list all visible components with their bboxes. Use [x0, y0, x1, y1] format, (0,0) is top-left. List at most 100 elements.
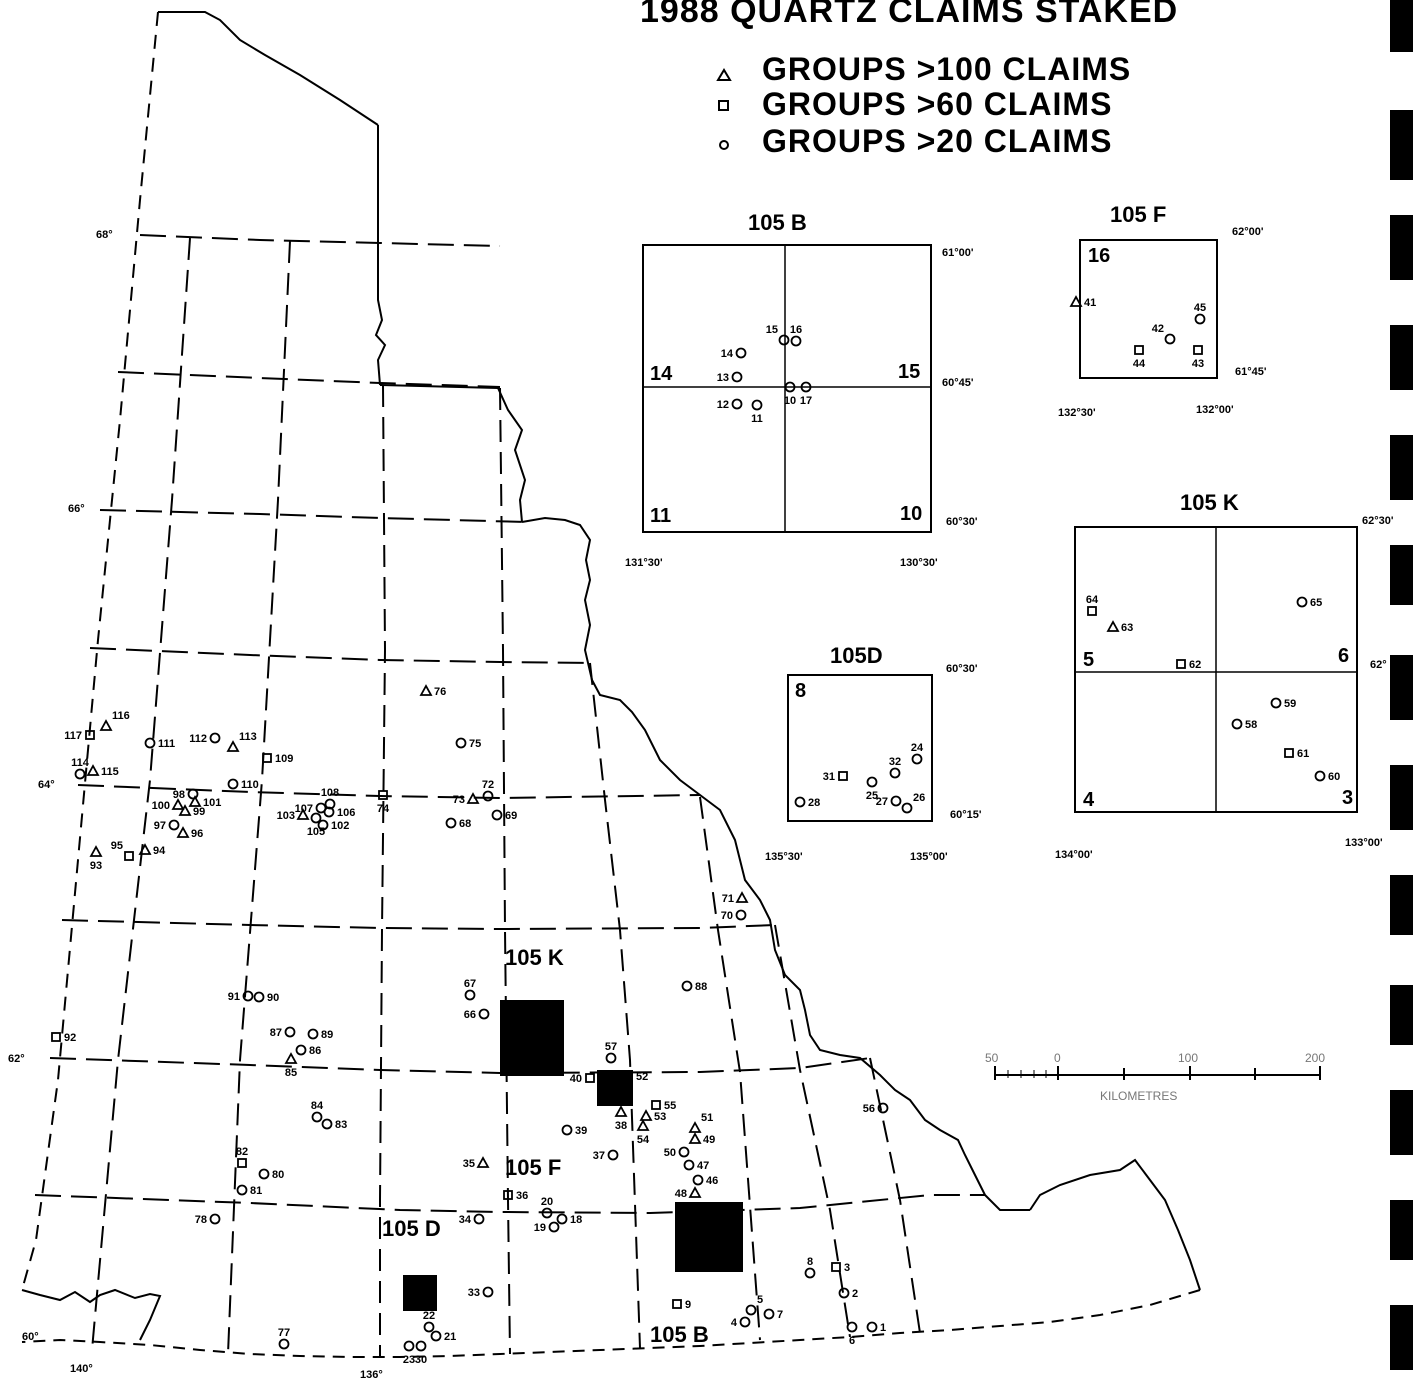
- claim-label-64: 64: [1086, 594, 1099, 606]
- region-label-105d: 105 D: [382, 1216, 441, 1241]
- scale-bar: 50 0 100 200 KILOMETRES: [985, 1051, 1325, 1103]
- claim-marker-square-55: [651, 1100, 661, 1110]
- claim-marker-circle-83: [321, 1118, 333, 1130]
- claim-marker-circle-13: [731, 371, 743, 383]
- claim-marker-triangle-76: [419, 684, 433, 696]
- scale-unit: KILOMETRES: [1100, 1089, 1177, 1103]
- claim-label-34: 34: [459, 1214, 472, 1226]
- claim-label-103: 103: [277, 810, 295, 822]
- claim-label-6: 6: [849, 1335, 855, 1347]
- claim-marker-circle-66: [478, 1008, 490, 1020]
- claim-label-81: 81: [250, 1185, 262, 1197]
- claim-marker-circle-20: [541, 1207, 553, 1219]
- claim-label-57: 57: [605, 1041, 617, 1053]
- claim-marker-circle-4: [739, 1316, 751, 1328]
- claim-label-49: 49: [703, 1134, 715, 1146]
- claim-marker-square-40: [585, 1073, 595, 1083]
- claim-marker-circle-42: [1164, 333, 1176, 345]
- claim-marker-circle-25: [866, 776, 878, 788]
- claim-marker-circle-87: [284, 1026, 296, 1038]
- claim-marker-circle-27: [890, 795, 902, 807]
- claim-marker-triangle-41: [1069, 295, 1083, 307]
- inset-105k-coord-b: 62°: [1370, 659, 1387, 671]
- claim-label-69: 69: [505, 810, 517, 822]
- claim-label-98: 98: [173, 789, 185, 801]
- claim-label-65: 65: [1310, 597, 1322, 609]
- claim-label-17: 17: [800, 395, 812, 407]
- claim-marker-triangle-94: [138, 843, 152, 855]
- grid-labels: 68° 66° 64° 62° 60° 140° 136°: [8, 229, 383, 1381]
- inset-105b-coord-c: 60°30': [946, 516, 978, 528]
- claim-marker-circle-86: [295, 1044, 307, 1056]
- region-labels: 105 K 105 F 105 D 105 B: [382, 945, 709, 1347]
- claim-label-32: 32: [889, 756, 901, 768]
- claim-label-52: 52: [636, 1071, 648, 1083]
- lat-label-64: 64°: [38, 779, 55, 791]
- claim-marker-triangle-71: [735, 891, 749, 903]
- claim-marker-circle-105: [310, 812, 322, 824]
- claim-label-20: 20: [541, 1196, 553, 1208]
- claim-marker-square-3: [831, 1262, 841, 1272]
- claim-marker-square-62: [1176, 659, 1186, 669]
- claim-marker-square-64: [1087, 606, 1097, 616]
- claim-marker-circle-10: [784, 381, 796, 393]
- claim-marker-triangle-103: [296, 808, 310, 820]
- claim-marker-circle-1: [866, 1321, 878, 1333]
- inset-title-105f: 105 F: [1110, 202, 1166, 227]
- claim-label-102: 102: [331, 820, 349, 832]
- inset-105b-quad-15: 15: [898, 361, 920, 383]
- claim-marker-circle-7: [763, 1308, 775, 1320]
- claim-marker-triangle-73: [466, 792, 480, 804]
- claim-label-71: 71: [722, 893, 734, 905]
- claim-label-5: 5: [757, 1294, 763, 1306]
- claim-label-113: 113: [239, 731, 257, 743]
- inset-105d: 105D 8 60°30' 60°15' 135°30' 135°00' 242…: [765, 643, 982, 863]
- claim-label-3: 3: [844, 1262, 850, 1274]
- claim-marker-square-61: [1284, 748, 1294, 758]
- claim-label-54: 54: [637, 1134, 650, 1146]
- claim-label-111: 111: [158, 738, 175, 750]
- claim-marker-circle-77: [278, 1338, 290, 1350]
- inset-105f-coord-a: 62°00': [1232, 226, 1264, 238]
- claim-marker-circle-75: [455, 737, 467, 749]
- claim-marker-circle-69: [491, 809, 503, 821]
- claim-marker-circle-102: [317, 819, 329, 831]
- inset-105k: 105 K 5 6 4 3 62°30' 62° 134°00' 133°00'…: [1055, 490, 1394, 861]
- inset-105b: 105 B 14 15 11 10 61°00' 60°45' 60°30' 1…: [625, 210, 978, 569]
- claim-marker-circle-65: [1296, 596, 1308, 608]
- inset-105b-quad-11: 11: [650, 505, 671, 527]
- claim-marker-circle-12: [731, 398, 743, 410]
- claim-label-87: 87: [270, 1027, 282, 1039]
- claim-label-107: 107: [295, 803, 313, 815]
- claim-marker-circle-90: [253, 991, 265, 1003]
- legend-square-icon: [718, 100, 729, 111]
- claim-label-51: 51: [701, 1112, 713, 1124]
- claim-label-24: 24: [911, 742, 924, 754]
- claim-label-50: 50: [664, 1147, 676, 1159]
- claim-label-18: 18: [570, 1214, 582, 1226]
- claim-label-35: 35: [463, 1158, 475, 1170]
- claim-marker-triangle-93: [89, 845, 103, 857]
- claim-marker-circle-98: [187, 788, 199, 800]
- inset-105d-quad-8: 8: [795, 680, 806, 702]
- claim-marker-circle-5: [745, 1304, 757, 1316]
- inset-105b-coord-d: 131°30': [625, 557, 663, 569]
- region-label-105k: 105 K: [505, 945, 564, 970]
- claim-label-70: 70: [721, 910, 733, 922]
- claim-label-80: 80: [272, 1169, 284, 1181]
- lat-label-60: 60°: [22, 1331, 39, 1343]
- claim-label-37: 37: [593, 1150, 605, 1162]
- claim-marker-circle-2: [838, 1287, 850, 1299]
- claim-marker-circle-45: [1194, 313, 1206, 325]
- claim-marker-triangle-99: [178, 804, 192, 816]
- claim-label-48: 48: [675, 1188, 687, 1200]
- claim-marker-circle-80: [258, 1168, 270, 1180]
- claim-marker-square-109: [262, 753, 272, 763]
- claim-marker-triangle-116: [99, 719, 113, 731]
- claim-marker-circle-8: [804, 1267, 816, 1279]
- territory-outline: [21, 11, 1201, 1358]
- claim-label-27: 27: [876, 796, 888, 808]
- claim-label-117: 117: [64, 730, 82, 742]
- lat-label-68: 68°: [96, 229, 113, 241]
